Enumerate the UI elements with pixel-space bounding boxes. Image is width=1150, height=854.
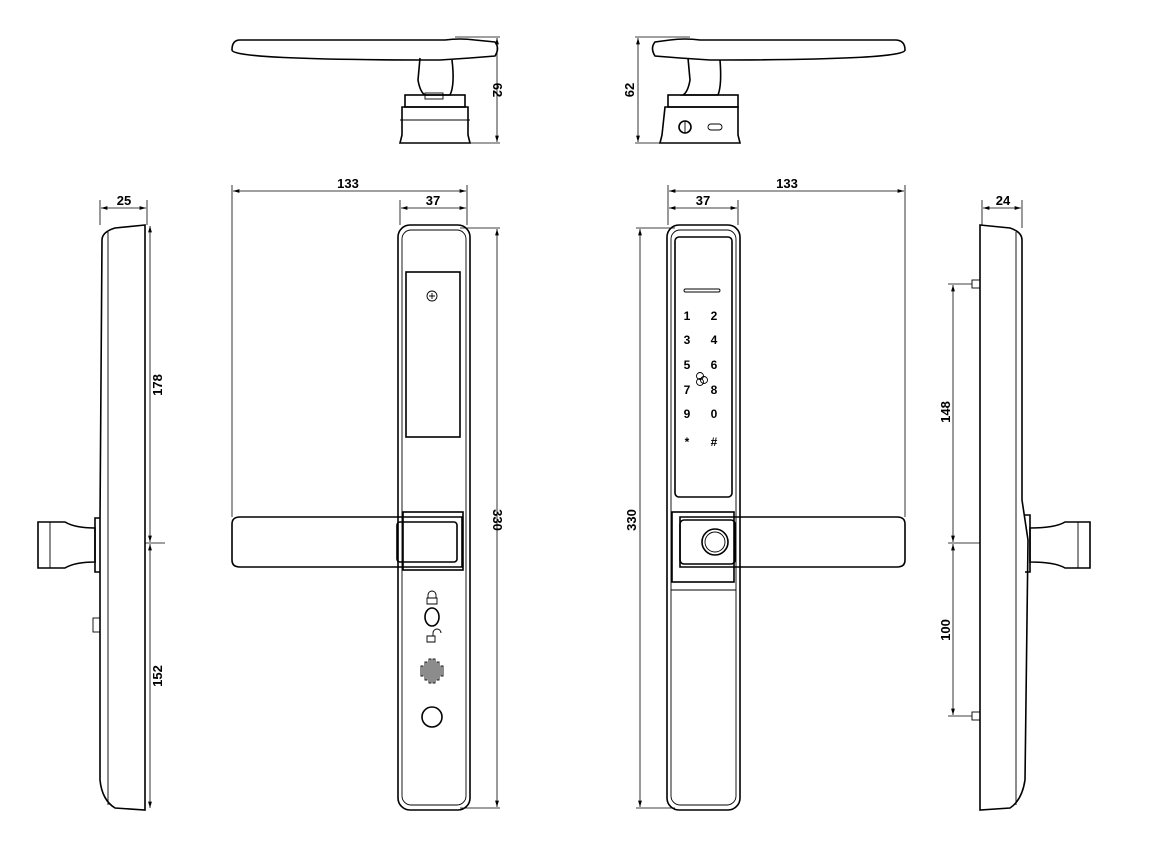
speaker-grille-icon — [420, 658, 444, 684]
dim-left-depth: 25 — [117, 193, 131, 208]
front-view-keypad: 1 2 3 4 5 6 7 8 9 0 * # 133 37 330 — [624, 176, 906, 811]
key-5[interactable]: 5 — [684, 358, 691, 372]
top-view-right-handle: 62 — [622, 36, 906, 144]
key-6[interactable]: 6 — [711, 358, 718, 372]
dim-keypad-plate-width: 37 — [696, 193, 710, 208]
front-view-inside: 133 37 330 — [231, 176, 505, 811]
keypad: 1 2 3 4 5 6 7 8 9 0 * # — [684, 309, 718, 449]
nfc-card-icon — [696, 372, 708, 386]
dim-keypad-height: 330 — [624, 509, 639, 531]
key-9[interactable]: 9 — [684, 407, 691, 421]
dim-right-upper: 148 — [938, 401, 953, 423]
key-hash[interactable]: # — [711, 435, 718, 449]
key-3[interactable]: 3 — [684, 333, 691, 347]
dim-right-depth: 24 — [996, 193, 1011, 208]
dim-right-lower: 100 — [938, 619, 953, 641]
key-0[interactable]: 0 — [711, 407, 718, 421]
key-4[interactable]: 4 — [711, 333, 718, 347]
dim-left-lower: 152 — [150, 665, 165, 687]
side-view-left: 25 178 152 — [37, 193, 165, 811]
dim-front-plate-width: 37 — [426, 193, 440, 208]
dim-front-height: 330 — [490, 509, 505, 531]
key-1[interactable]: 1 — [684, 309, 691, 323]
key-7[interactable]: 7 — [684, 383, 691, 397]
key-2[interactable]: 2 — [711, 309, 718, 323]
top-view-left-handle: 62 — [231, 36, 505, 144]
key-8[interactable]: 8 — [711, 383, 718, 397]
dim-left-upper: 178 — [150, 374, 165, 396]
dim-top-left-height: 62 — [490, 83, 505, 97]
dim-keypad-width: 133 — [776, 176, 798, 191]
side-view-right: 24 148 100 — [938, 193, 1091, 811]
dim-top-right-height: 62 — [622, 83, 637, 97]
dim-front-width: 133 — [337, 176, 359, 191]
key-star[interactable]: * — [685, 435, 690, 449]
